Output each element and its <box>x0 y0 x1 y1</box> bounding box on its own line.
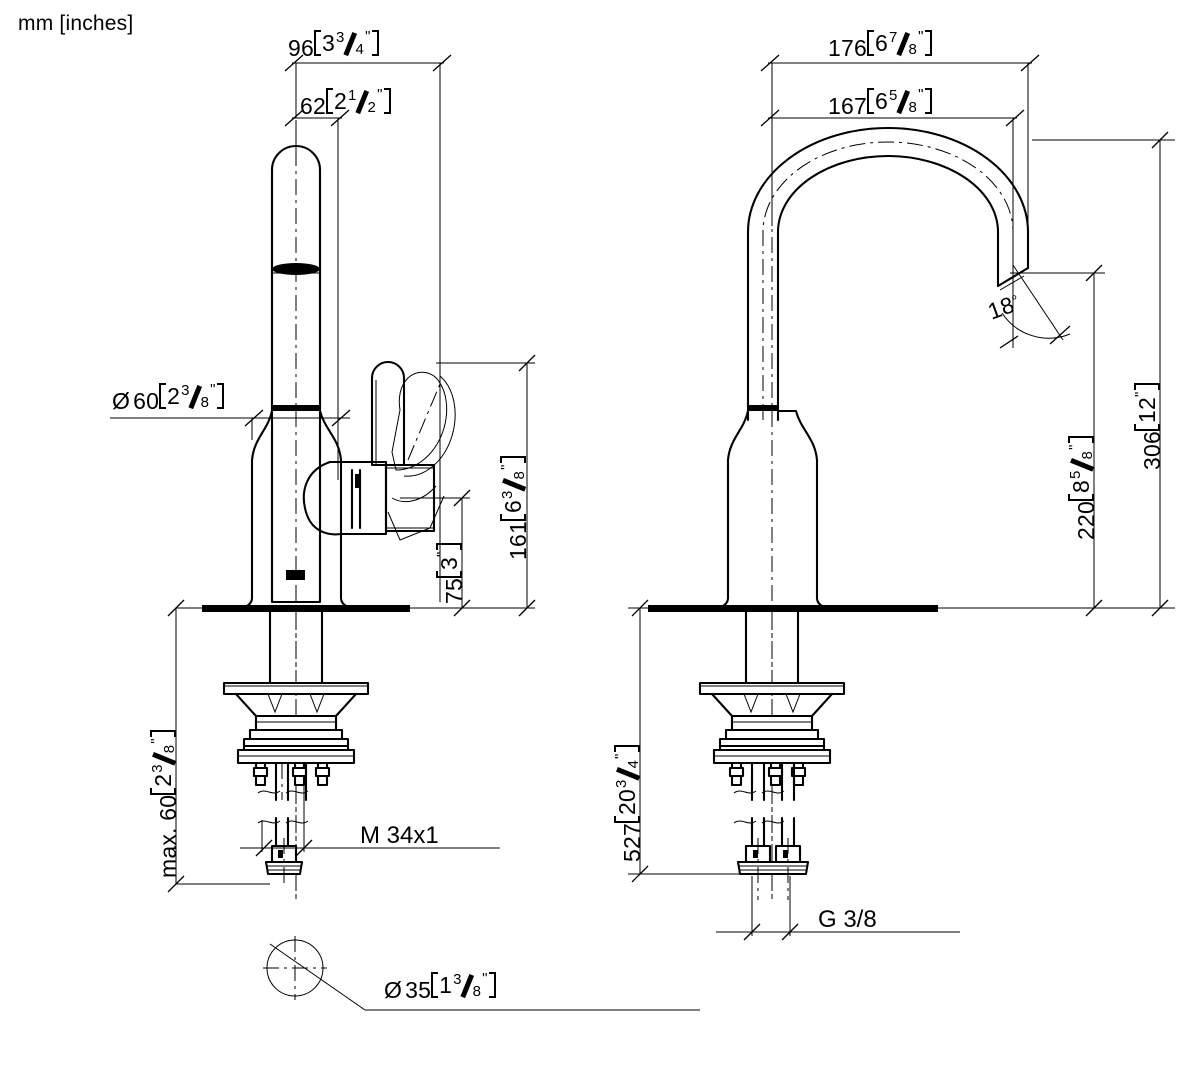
dim-frac-den: 8 <box>472 982 482 1000</box>
dim-inch-whole: 6 <box>874 29 888 56</box>
dim-value-mm: 96 <box>288 35 314 61</box>
dim-frac-den: 8 <box>908 98 918 116</box>
dim-value-mm: 527 <box>619 823 645 862</box>
front-view-geometry <box>202 145 700 1011</box>
dim-frac-den: 8 <box>510 470 528 480</box>
dim-value-mm: 35 <box>405 977 432 1003</box>
inch-mark: " <box>497 464 515 470</box>
inch-mark: " <box>433 551 451 558</box>
dim-frac-den: 4 <box>355 40 365 58</box>
dim-value-mm: 161 <box>505 521 531 560</box>
dim-frac-num: 3 <box>453 970 462 988</box>
dim-frac-num: 3 <box>181 381 190 399</box>
dim-value-mm: 176 <box>828 35 867 61</box>
inch-mark: " <box>1131 391 1149 398</box>
dim-frac-den: 8 <box>1078 450 1096 460</box>
dim-inch-whole: 12 <box>1133 397 1160 424</box>
dim-frac-num: 3 <box>612 779 630 789</box>
inch-mark: " <box>147 738 165 744</box>
dim-value-mm: 60 <box>155 794 181 821</box>
dim-frac-num: 1 <box>347 86 357 104</box>
dim-frac-den: 8 <box>200 393 210 411</box>
dim-inch-whole: 1 <box>439 971 453 998</box>
dim-frac-num: 3 <box>335 28 345 46</box>
units-note: mm [inches] <box>18 12 134 35</box>
dim-front-height-75: 75 3" <box>433 543 467 604</box>
dim-value-mm: 75 <box>441 578 467 604</box>
dim-frac-den: 2 <box>367 98 377 116</box>
dim-value-mm: 220 <box>1073 501 1099 540</box>
dim-frac-num: 5 <box>888 86 898 104</box>
dim-frac-num: 3 <box>148 764 166 773</box>
dim-frac-num: 5 <box>1066 470 1084 480</box>
dim-frac-num: 7 <box>888 28 898 46</box>
dim-prefix-max: max. <box>155 820 181 878</box>
inch-mark: " <box>482 969 488 987</box>
dim-frac-num: 3 <box>498 490 516 500</box>
dim-inch-whole: 2 <box>167 382 181 409</box>
dim-value-mm: 306 <box>1139 431 1165 470</box>
dim-inch-whole: 2 <box>333 87 347 114</box>
dim-frac-den: 4 <box>624 759 642 769</box>
dim-value-mm: 62 <box>300 93 326 119</box>
label-thread-m34: M 34x1 <box>360 822 439 849</box>
dim-frac-den: 8 <box>908 40 918 58</box>
dim-inch-whole: 3 <box>321 29 335 56</box>
dim-inch-whole: 3 <box>435 557 462 571</box>
inch-mark: " <box>1065 444 1083 450</box>
diameter-icon: Ø <box>112 388 131 414</box>
dim-side-height-306: 306 12" <box>1131 383 1165 470</box>
inch-mark: " <box>918 85 924 103</box>
side-view-geometry <box>648 127 1030 900</box>
inch-mark: " <box>611 753 629 759</box>
dim-inch-whole: 6 <box>499 500 526 514</box>
dim-frac-den: 8 <box>160 744 178 754</box>
inch-mark: " <box>210 380 216 398</box>
inch-mark: " <box>365 27 371 45</box>
dim-value-mm: 167 <box>828 93 867 119</box>
diameter-icon: Ø <box>384 977 403 1003</box>
dim-inch-whole: 8 <box>1067 480 1094 494</box>
inch-mark: " <box>377 85 383 103</box>
dim-inch-whole: 2 <box>149 773 176 787</box>
dim-inch-whole: 6 <box>874 87 888 114</box>
dim-inch-whole: 20 <box>613 789 640 816</box>
inch-mark: " <box>918 27 924 45</box>
dim-value-mm: 60 <box>133 388 160 414</box>
label-connection-g38: G 3/8 <box>818 906 877 933</box>
front-view-dimensions <box>110 54 536 893</box>
side-view-dimensions <box>628 54 1175 941</box>
